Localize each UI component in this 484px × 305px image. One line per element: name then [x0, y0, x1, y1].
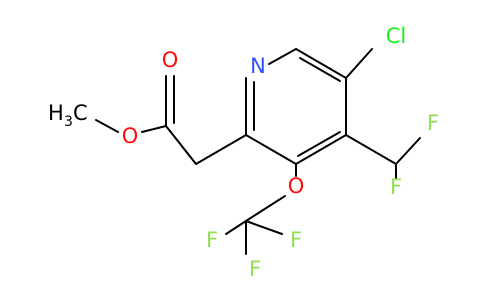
- bond-c4-chf2: [345, 134, 397, 165]
- atom-methyl-c: C: [73, 101, 88, 125]
- bond-c6-c5: [295, 48, 347, 79]
- atom-o-ether: O: [288, 174, 305, 198]
- atom-f2: F: [390, 175, 402, 199]
- bond-c6-c5-double: [299, 57, 341, 82]
- bonds: [95, 48, 421, 255]
- bond-cf3-f5: [245, 220, 283, 235]
- atom-methyl-sub: 3: [64, 114, 73, 130]
- bond-c5-cl: [345, 48, 373, 79]
- atom-f3: F: [206, 228, 218, 252]
- bond-c4-c3: [295, 134, 347, 165]
- bond-c3-c2: [245, 134, 297, 165]
- atom-cl: Cl: [386, 24, 407, 48]
- bond-c-o-ester: [141, 125, 167, 133]
- bond-ch2-cco: [165, 125, 197, 165]
- bond-o-cf3: [245, 195, 286, 222]
- atom-methyl-h: H: [48, 101, 64, 125]
- atom-labels: N Cl F F O O O F F F H 3 C: [48, 24, 439, 281]
- bond-o-methyl: [95, 119, 119, 133]
- atom-o-carbonyl: O: [162, 48, 179, 72]
- atom-o-ester: O: [122, 124, 139, 148]
- bond-cf3-f3: [225, 220, 247, 235]
- bond-n-c6: [268, 48, 297, 65]
- atom-f5: F: [249, 257, 261, 281]
- atom-f1: F: [427, 111, 439, 135]
- atom-f4: F: [290, 228, 302, 252]
- atom-n: N: [250, 54, 266, 78]
- bond-chf2-f1: [395, 137, 421, 165]
- bond-c4-c3-double: [297, 131, 341, 157]
- bond-c2-ch2: [195, 134, 247, 165]
